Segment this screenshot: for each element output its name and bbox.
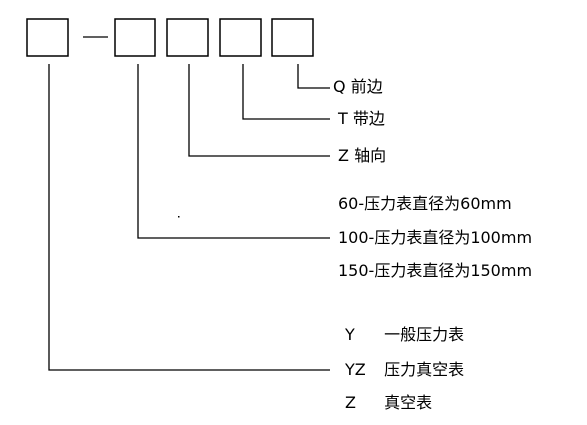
stray-dot (178, 216, 180, 218)
leader-flange (242, 64, 330, 120)
option-diameter-100: 100-压力表直径为100mm (338, 228, 533, 247)
option-code: T (338, 109, 348, 128)
option-meaning: 轴向 (354, 146, 387, 165)
option-compound-gauge: YZ 压力真空表 (345, 360, 464, 380)
option-code: Q (333, 77, 346, 96)
option-code: YZ (345, 360, 366, 379)
leader-front (297, 64, 330, 89)
option-diameter-150: 150-压力表直径为150mm (338, 261, 533, 280)
option-vacuum-gauge: Z 真空表 (345, 393, 432, 413)
code-box-axial (166, 18, 209, 57)
option-code: Z (345, 393, 356, 412)
option-general-gauge: Y 一般压力表 (345, 325, 464, 345)
leader-diameter (137, 64, 330, 239)
option-meaning: 一般压力表 (384, 325, 465, 344)
option-diameter-60: 60-压力表直径为60mm (338, 194, 512, 213)
option-meaning: 真空表 (384, 393, 433, 412)
option-code: Z (338, 146, 349, 165)
leader-type (48, 64, 330, 371)
option-code: Y (345, 325, 355, 344)
code-box-flange (219, 18, 262, 57)
code-box-type (26, 18, 69, 57)
option-meaning: 压力真空表 (384, 360, 465, 379)
option-meaning: 前边 (350, 77, 383, 96)
option-flange: T 带边 (338, 109, 385, 129)
option-axial: Z 轴向 (338, 146, 386, 166)
code-box-front (271, 18, 314, 57)
code-box-diameter (114, 18, 156, 57)
option-meaning: 带边 (352, 109, 385, 128)
option-front: Q 前边 (333, 77, 383, 97)
leader-axial (188, 64, 330, 157)
